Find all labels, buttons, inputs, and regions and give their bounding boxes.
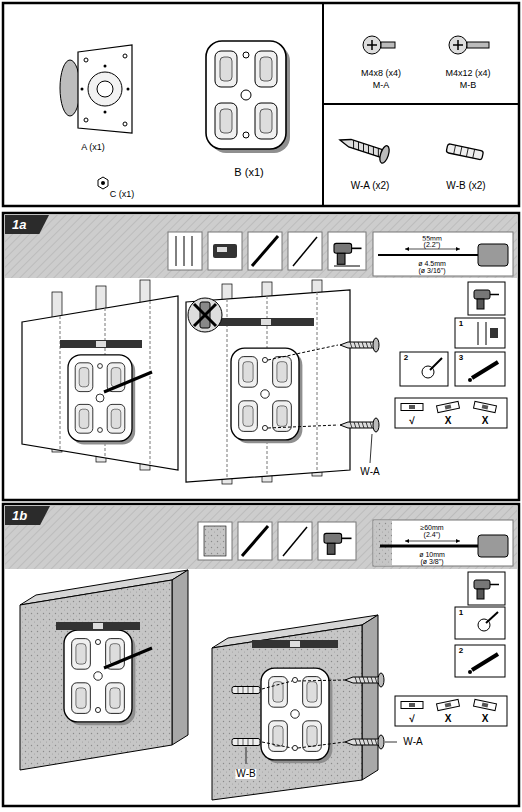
- part-label: W-B (x2): [445, 181, 486, 191]
- part-label: C (x1): [109, 190, 136, 199]
- dimension-label: ø 10mm: [418, 551, 446, 558]
- check-mark: X: [444, 416, 453, 426]
- check-mark: √: [408, 714, 416, 724]
- part-callout: W-B: [235, 769, 256, 779]
- part-label: A (x1): [80, 143, 106, 152]
- dimension-label: (2.2"): [423, 241, 442, 248]
- step-number: 1: [458, 609, 464, 617]
- dimension-label: (ø 3/16"): [418, 267, 447, 274]
- section-tab: 1b: [5, 506, 50, 525]
- part-code: M-A: [372, 81, 391, 90]
- check-mark: X: [481, 416, 490, 426]
- part-code: M-B: [459, 81, 478, 90]
- section-number: 1a: [5, 215, 26, 234]
- dimension-label: ≥60mm: [419, 524, 444, 531]
- part-callout: W-A: [402, 737, 423, 747]
- section-number: 1b: [5, 506, 27, 525]
- part-callout: W-A: [359, 467, 380, 477]
- check-mark: X: [444, 714, 453, 724]
- step-number: 2: [403, 354, 409, 362]
- dimension-label: (2.4"): [423, 531, 442, 538]
- part-label: M4x8 (x4): [360, 69, 402, 78]
- part-label: M4x12 (x4): [444, 69, 491, 78]
- dimension-label: ø 4.5mm: [417, 260, 447, 267]
- section-tab: 1a: [5, 215, 49, 234]
- part-label: W-A (x2): [350, 181, 391, 191]
- step-number: 1: [458, 320, 464, 328]
- step-number: 2: [458, 647, 464, 655]
- step-number: 3: [458, 354, 464, 362]
- check-mark: X: [481, 714, 490, 724]
- dimension-label: (ø 3/8"): [419, 558, 444, 565]
- check-mark: √: [408, 416, 416, 426]
- part-label: B (x1): [233, 167, 264, 178]
